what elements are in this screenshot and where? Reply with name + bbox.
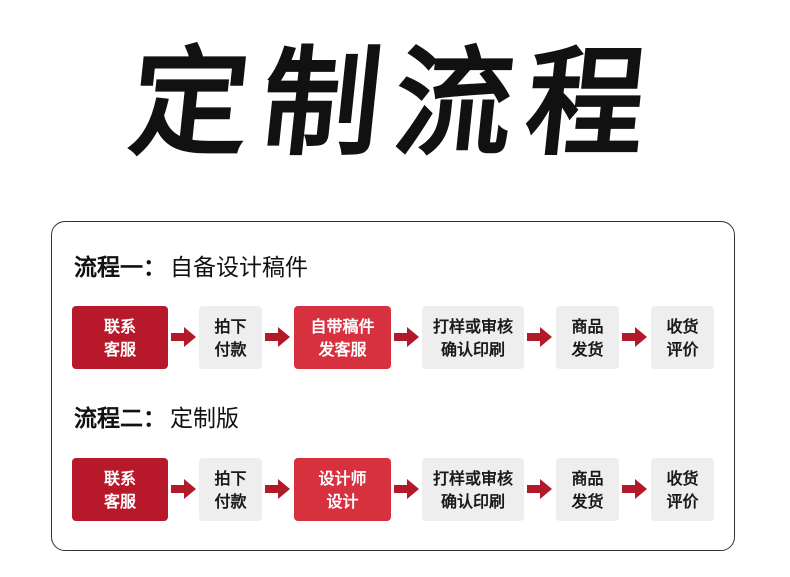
step-line: 付款 xyxy=(214,491,247,511)
step-line: 客服 xyxy=(103,339,136,359)
step-receive-review: 收货 评价 xyxy=(651,458,714,521)
arrow-right-icon xyxy=(171,479,196,499)
flow-name: 自备设计稿件 xyxy=(170,255,308,281)
step-line: 收货 xyxy=(666,468,699,488)
step-line: 联系 xyxy=(103,468,136,488)
flow-label: 流程一 xyxy=(74,255,143,281)
step-proof-print: 打样或审核 确认印刷 xyxy=(422,306,524,369)
step-place-order: 拍下 付款 xyxy=(199,306,262,369)
flow-heading: 流程二：定制版 xyxy=(74,404,239,434)
step-line: 评价 xyxy=(666,339,699,359)
flow-separator: ： xyxy=(143,255,166,281)
step-line: 收货 xyxy=(666,316,699,336)
step-contact-service: 联系 客服 xyxy=(72,458,168,521)
arrow-right-icon xyxy=(265,327,290,347)
step-designer-design: 设计师 设计 xyxy=(294,458,391,521)
flow-heading: 流程一：自备设计稿件 xyxy=(74,253,308,283)
step-line: 打样或审核 xyxy=(432,316,513,336)
step-line: 联系 xyxy=(103,316,136,336)
arrow-right-icon xyxy=(527,479,552,499)
step-line: 拍下 xyxy=(214,468,247,488)
arrow-right-icon xyxy=(622,327,647,347)
step-proof-print: 打样或审核 确认印刷 xyxy=(422,458,524,521)
process-panel: 流程一：自备设计稿件 联系 客服 拍下 付款 自带稿件 发客服 xyxy=(51,221,735,551)
flow-separator: ： xyxy=(143,406,166,432)
arrow-right-icon xyxy=(622,479,647,499)
step-line: 发货 xyxy=(571,491,604,511)
step-line: 商品 xyxy=(571,316,604,336)
step-receive-review: 收货 评价 xyxy=(651,306,714,369)
step-line: 设计师 xyxy=(318,468,367,488)
arrow-right-icon xyxy=(265,479,290,499)
step-line: 确认印刷 xyxy=(440,491,505,511)
step-place-order: 拍下 付款 xyxy=(199,458,262,521)
arrow-right-icon xyxy=(394,479,419,499)
step-line: 付款 xyxy=(214,339,247,359)
arrow-right-icon xyxy=(394,327,419,347)
arrow-right-icon xyxy=(527,327,552,347)
arrow-right-icon xyxy=(171,327,196,347)
step-line: 拍下 xyxy=(214,316,247,336)
step-contact-service: 联系 客服 xyxy=(72,306,168,369)
step-line: 确认印刷 xyxy=(440,339,505,359)
step-line: 商品 xyxy=(571,468,604,488)
step-line: 自带稿件 xyxy=(310,316,375,336)
flow-label: 流程二 xyxy=(74,406,143,432)
flow-name: 定制版 xyxy=(170,406,239,432)
step-line: 打样或审核 xyxy=(432,468,513,488)
page-title: 定制流程 xyxy=(123,33,667,172)
step-line: 发客服 xyxy=(318,339,367,359)
step-line: 客服 xyxy=(103,491,136,511)
step-ship: 商品 发货 xyxy=(556,458,619,521)
step-line: 发货 xyxy=(571,339,604,359)
step-ship: 商品 发货 xyxy=(556,306,619,369)
step-line: 设计 xyxy=(326,491,359,511)
step-send-artwork: 自带稿件 发客服 xyxy=(294,306,391,369)
step-line: 评价 xyxy=(666,491,699,511)
